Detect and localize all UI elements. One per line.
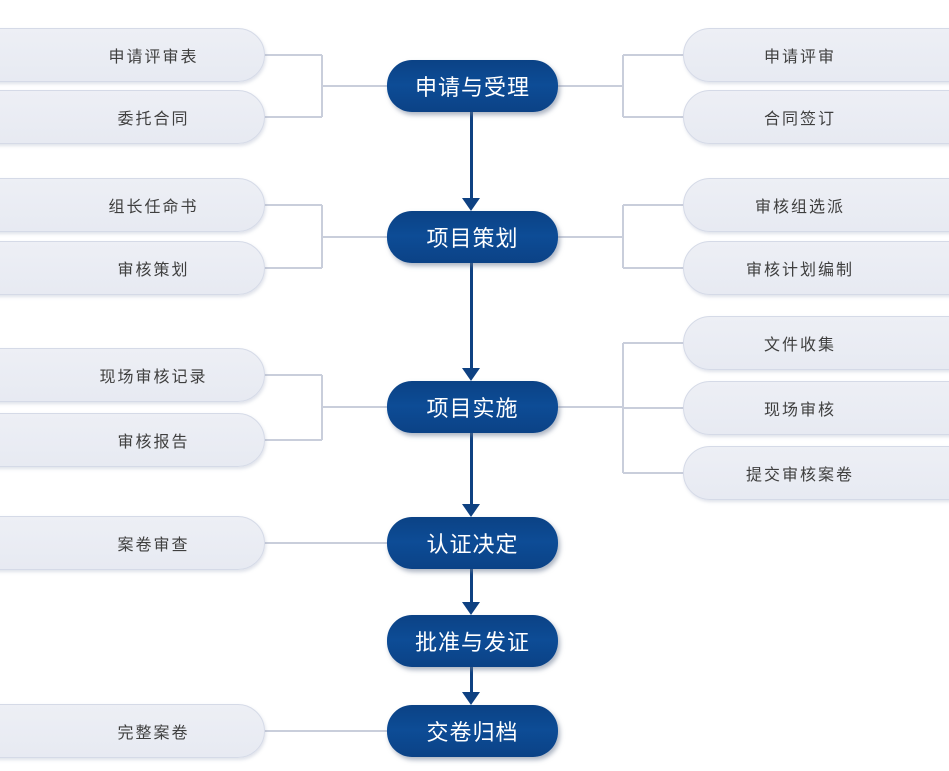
connector-line: [265, 730, 387, 732]
connector-line: [322, 406, 387, 408]
left-doc-pill: 组长任命书: [0, 178, 265, 232]
flow-arrow-line: [469, 263, 473, 370]
connector-line: [623, 54, 683, 56]
flow-arrow-line: [469, 667, 473, 694]
connector-line: [265, 439, 322, 441]
connector-line: [623, 407, 683, 409]
stage-node-5: 批准与发证: [387, 615, 558, 667]
stage-node-1: 申请与受理: [387, 60, 558, 112]
right-doc-pill: 申请评审: [683, 28, 949, 82]
connector-line: [558, 236, 623, 238]
stage-node-6: 交卷归档: [387, 705, 558, 757]
connector-line: [622, 55, 624, 117]
connector-line: [622, 343, 624, 473]
right-doc-pill: 现场审核: [683, 381, 949, 435]
flow-arrowhead-icon: [462, 602, 480, 615]
connector-line: [265, 374, 322, 376]
connector-line: [623, 116, 683, 118]
connector-line: [622, 205, 624, 268]
stage-node-4: 认证决定: [387, 517, 558, 569]
left-doc-pill: 完整案卷: [0, 704, 265, 758]
connector-line: [265, 116, 322, 118]
connector-line: [558, 85, 623, 87]
left-doc-pill: 现场审核记录: [0, 348, 265, 402]
left-doc-pill: 委托合同: [0, 90, 265, 144]
stage-node-2: 项目策划: [387, 211, 558, 263]
connector-line: [322, 85, 387, 87]
flow-arrow-line: [469, 433, 473, 506]
left-doc-pill: 案卷审查: [0, 516, 265, 570]
connector-line: [623, 204, 683, 206]
left-doc-pill: 审核报告: [0, 413, 265, 467]
connector-line: [265, 267, 322, 269]
right-doc-pill: 文件收集: [683, 316, 949, 370]
right-doc-pill: 审核组选派: [683, 178, 949, 232]
connector-line: [322, 236, 387, 238]
connector-line: [623, 267, 683, 269]
connector-line: [265, 542, 387, 544]
right-doc-pill: 提交审核案卷: [683, 446, 949, 500]
flow-arrowhead-icon: [462, 504, 480, 517]
left-doc-pill: 审核策划: [0, 241, 265, 295]
connector-line: [623, 342, 683, 344]
connector-line: [265, 204, 322, 206]
flow-arrow-line: [469, 569, 473, 604]
flow-arrowhead-icon: [462, 692, 480, 705]
connector-line: [623, 472, 683, 474]
flow-arrowhead-icon: [462, 368, 480, 381]
flow-arrowhead-icon: [462, 198, 480, 211]
stage-node-3: 项目实施: [387, 381, 558, 433]
connector-line: [558, 406, 623, 408]
left-doc-pill: 申请评审表: [0, 28, 265, 82]
right-doc-pill: 合同签订: [683, 90, 949, 144]
flow-arrow-line: [469, 112, 473, 200]
connector-line: [265, 54, 322, 56]
right-doc-pill: 审核计划编制: [683, 241, 949, 295]
